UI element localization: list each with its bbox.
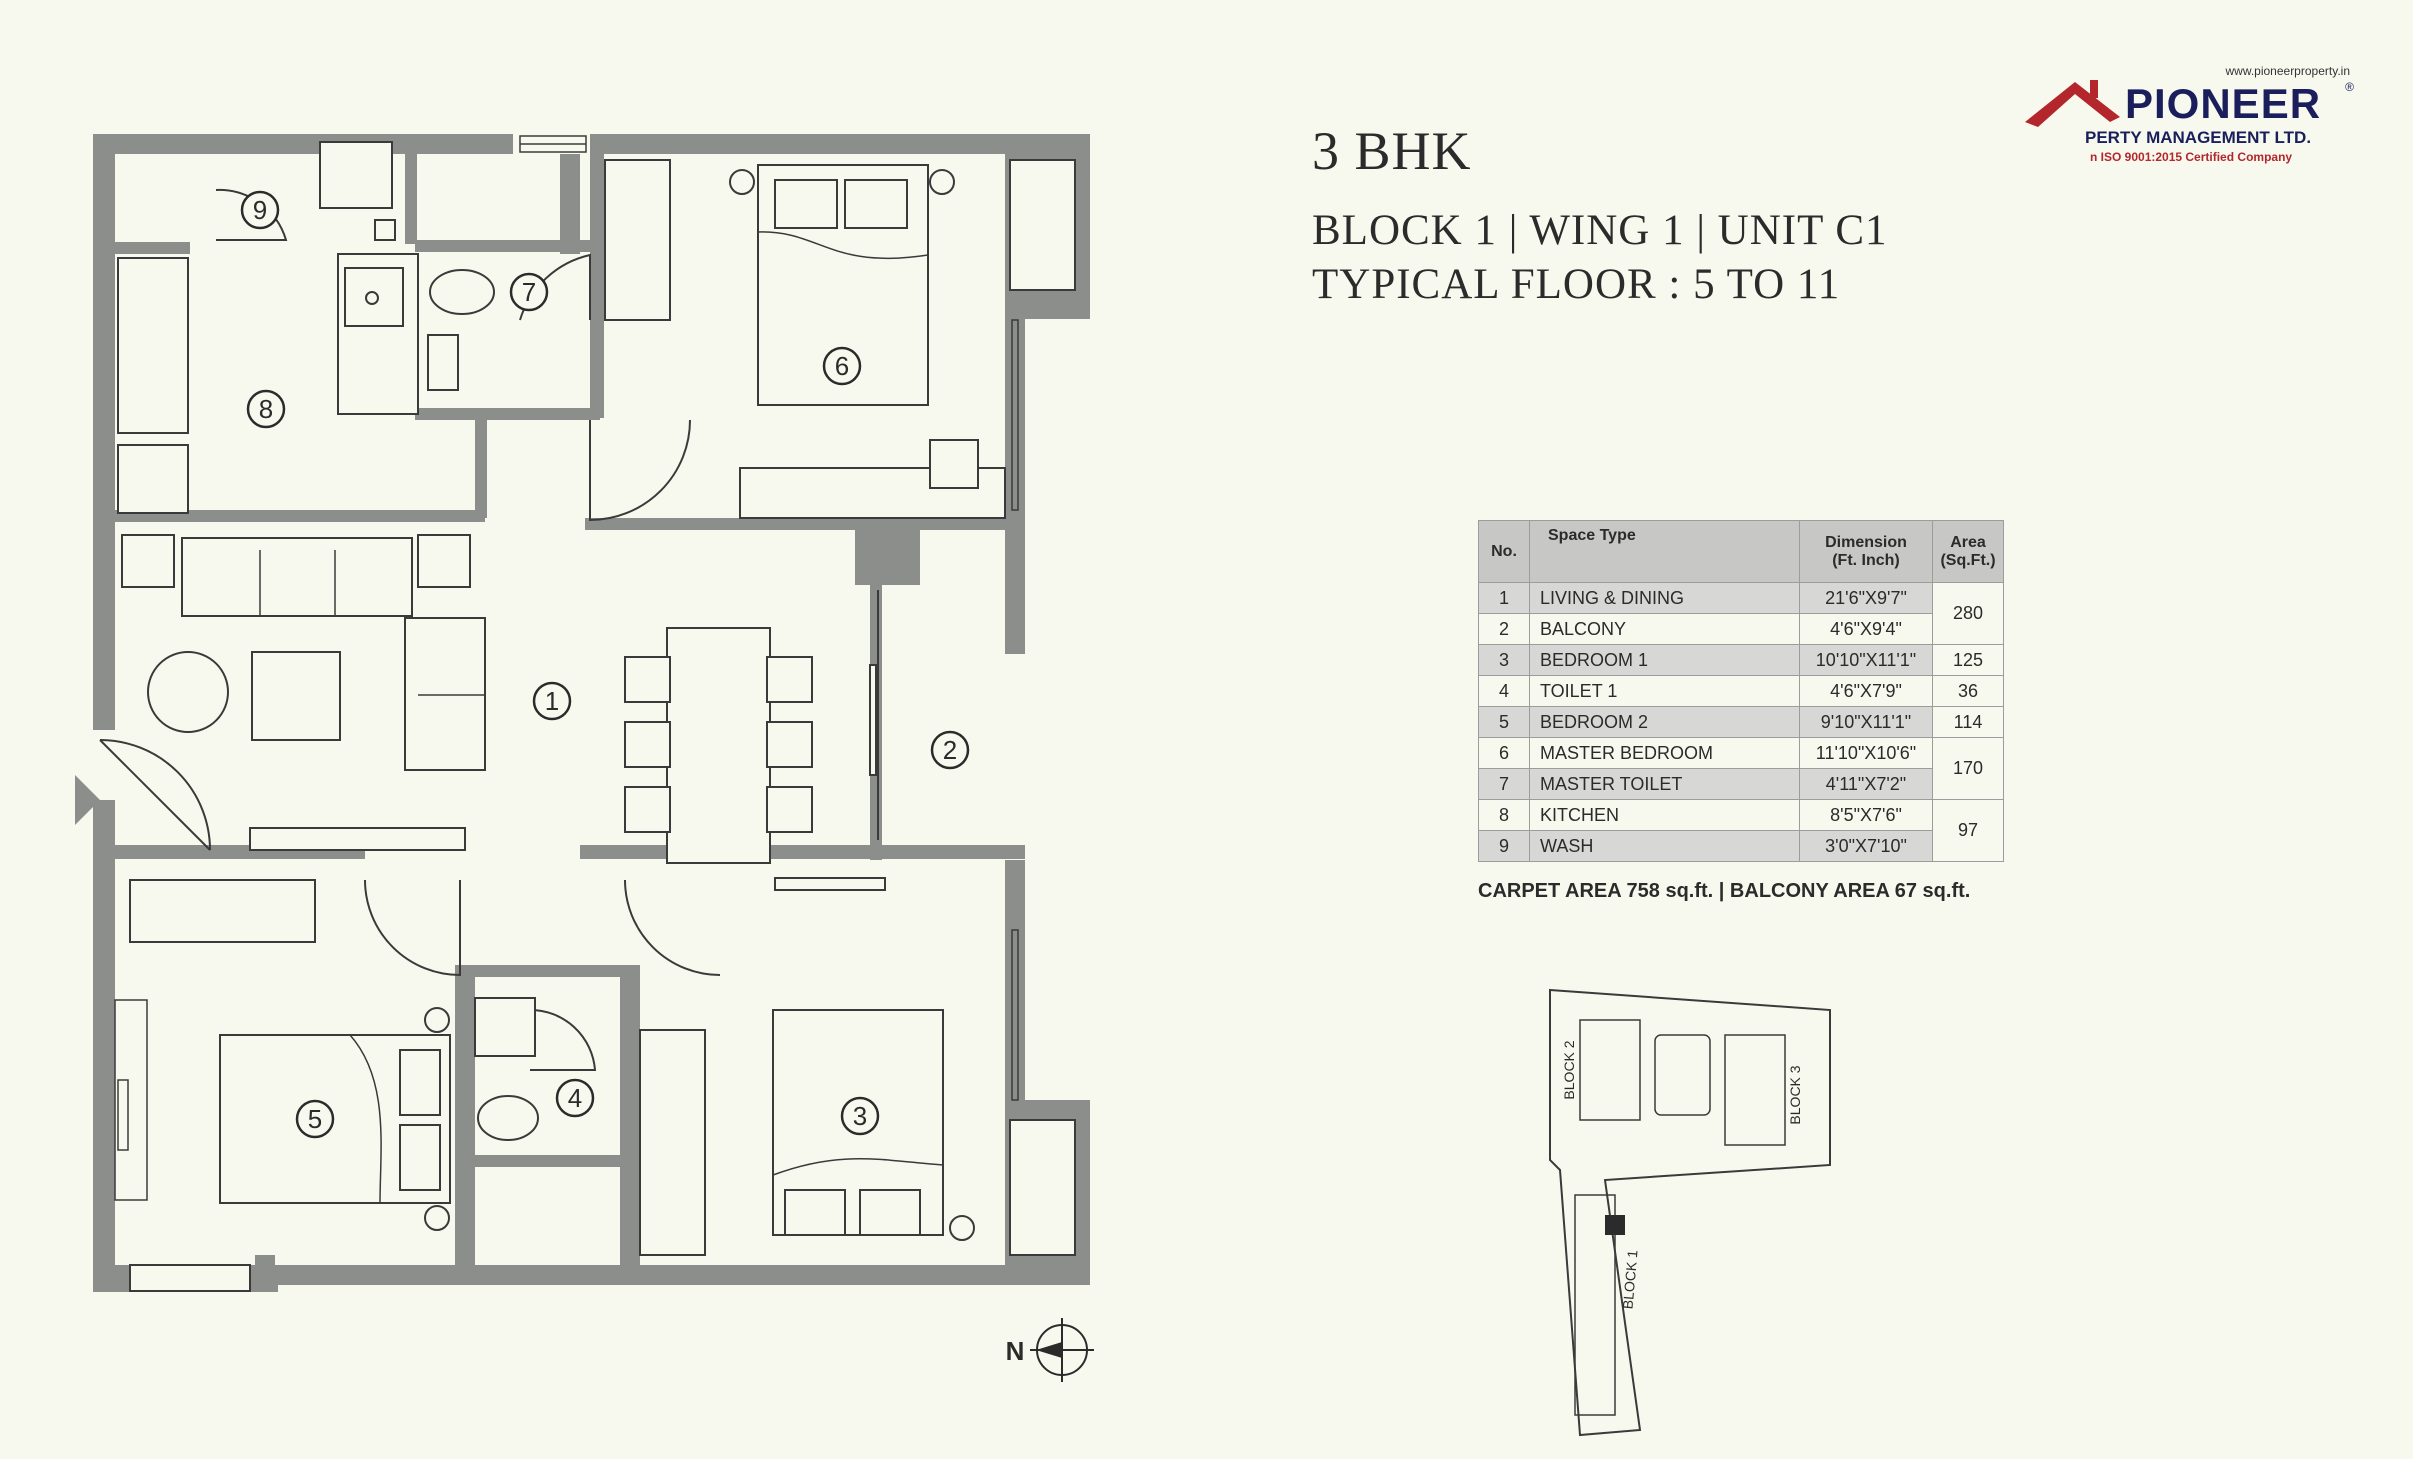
company-logo: www.pioneerproperty.in PIONEER ® PERTY M… xyxy=(2020,62,2360,172)
key-plan-block3: BLOCK 3 xyxy=(1787,1065,1803,1124)
header-dimension: Dimension (Ft. Inch) xyxy=(1799,520,1933,583)
area-cell: 97 xyxy=(1932,799,2004,862)
logo-iso: n ISO 9001:2015 Certified Company xyxy=(2090,150,2293,164)
svg-text:7: 7 xyxy=(522,277,536,307)
header-space: Space Type xyxy=(1529,520,1800,583)
windows xyxy=(114,135,1019,1201)
doors xyxy=(99,188,721,1071)
room-number-6: 6 xyxy=(822,346,862,386)
key-plan-block2: BLOCK 2 xyxy=(1561,1040,1577,1099)
key-plan-block1: BLOCK 1 xyxy=(1619,1249,1640,1310)
room-number-3: 3 xyxy=(840,1096,880,1136)
svg-text:6: 6 xyxy=(835,351,849,381)
area-table: No. Space Type Dimension (Ft. Inch) Area… xyxy=(1478,520,2004,862)
svg-text:2: 2 xyxy=(943,735,957,765)
logo-mgmt: PERTY MANAGEMENT LTD. xyxy=(2085,128,2312,147)
table-row: 8 KITCHEN 8'5"X7'6" 97 xyxy=(1478,799,2004,862)
logo-url: www.pioneerproperty.in xyxy=(2225,64,2350,78)
room-numbers: 1 2 3 4 5 6 7 8 9 xyxy=(240,190,970,1139)
svg-text:8: 8 xyxy=(259,394,273,424)
logo-brand: PIONEER xyxy=(2125,80,2322,127)
svg-text:5: 5 xyxy=(308,1104,322,1134)
header-no: No. xyxy=(1478,520,1530,583)
table-row: 7 MASTER TOILET 4'11"X7'2" xyxy=(1478,768,2004,800)
room-number-4: 4 xyxy=(555,1078,595,1118)
floor-subtitle: TYPICAL FLOOR : 5 TO 11 xyxy=(1312,261,1841,308)
header-area: Area (Sq.Ft.) xyxy=(1932,520,2004,583)
table-header-row: No. Space Type Dimension (Ft. Inch) Area… xyxy=(1478,520,2004,583)
house-roof-icon xyxy=(2025,80,2120,127)
svg-text:1: 1 xyxy=(545,686,559,716)
page-title: 3 BHK xyxy=(1312,121,1472,181)
svg-text:3: 3 xyxy=(853,1101,867,1131)
entry-arrow-icon xyxy=(75,775,100,825)
table-row: 6 MASTER BEDROOM 11'10"X10'6" 170 xyxy=(1478,737,2004,800)
key-plan: BLOCK 2 BLOCK 3 BLOCK 1 xyxy=(1549,988,1831,1437)
table-row: 5 BEDROOM 2 9'10"X11'1" 114 xyxy=(1478,706,2004,738)
room-number-8: 8 xyxy=(246,389,286,429)
area-summary: CARPET AREA 758 sq.ft. | BALCONY AREA 67… xyxy=(1478,880,1971,902)
table-row: 2 BALCONY 4'6"X9'4" xyxy=(1478,613,2004,645)
area-cell: 114 xyxy=(1932,706,2004,738)
area-cell: 125 xyxy=(1932,644,2004,676)
table-row: 1 LIVING & DINING 21'6"X9'7" 280 xyxy=(1478,582,2004,645)
furniture xyxy=(117,141,1076,1292)
svg-text:9: 9 xyxy=(253,195,267,225)
table-row: 9 WASH 3'0"X7'10" xyxy=(1478,830,2004,862)
title-block: 3 BHK BLOCK 1 | WING 1 | UNIT C1 TYPICAL… xyxy=(1312,120,1888,312)
area-cell: 280 xyxy=(1932,582,2004,645)
table-row: 3 BEDROOM 1 10'10"X11'1" 125 xyxy=(1478,644,2004,676)
svg-text:4: 4 xyxy=(568,1083,582,1113)
room-number-9: 9 xyxy=(240,190,280,230)
logo-reg: ® xyxy=(2345,80,2354,94)
area-cell: 36 xyxy=(1932,675,2004,707)
room-number-7: 7 xyxy=(509,272,549,312)
room-number-2: 2 xyxy=(930,730,970,770)
area-cell: 170 xyxy=(1932,737,2004,800)
unit-subtitle: BLOCK 1 | WING 1 | UNIT C1 xyxy=(1312,207,1888,254)
north-label: N xyxy=(1006,1336,1025,1366)
room-number-5: 5 xyxy=(295,1099,335,1139)
north-compass-icon: N xyxy=(1006,1318,1094,1382)
room-number-1: 1 xyxy=(532,681,572,721)
table-row: 4 TOILET 1 4'6"X7'9" 36 xyxy=(1478,675,2004,707)
